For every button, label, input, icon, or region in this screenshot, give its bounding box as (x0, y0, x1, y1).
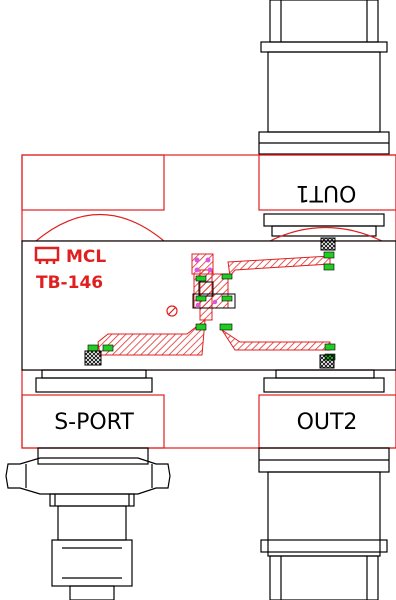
logo-model-label: TB-146 (36, 273, 103, 293)
vias (194, 257, 218, 308)
port-sport-label: S-PORT (54, 410, 134, 435)
mcl-logo-icon (34, 246, 60, 264)
mounting-hole-icon (166, 305, 178, 317)
port-out1-label: OUT1 (296, 180, 357, 205)
out1-connector (258, 0, 390, 237)
connector-pins (84, 237, 336, 369)
solder-pads (87, 251, 336, 361)
sport-connector (5, 369, 171, 600)
port-out2-label: OUT2 (297, 410, 358, 435)
out2-connector (258, 369, 390, 600)
logo-brand-label: MCL (66, 247, 106, 267)
